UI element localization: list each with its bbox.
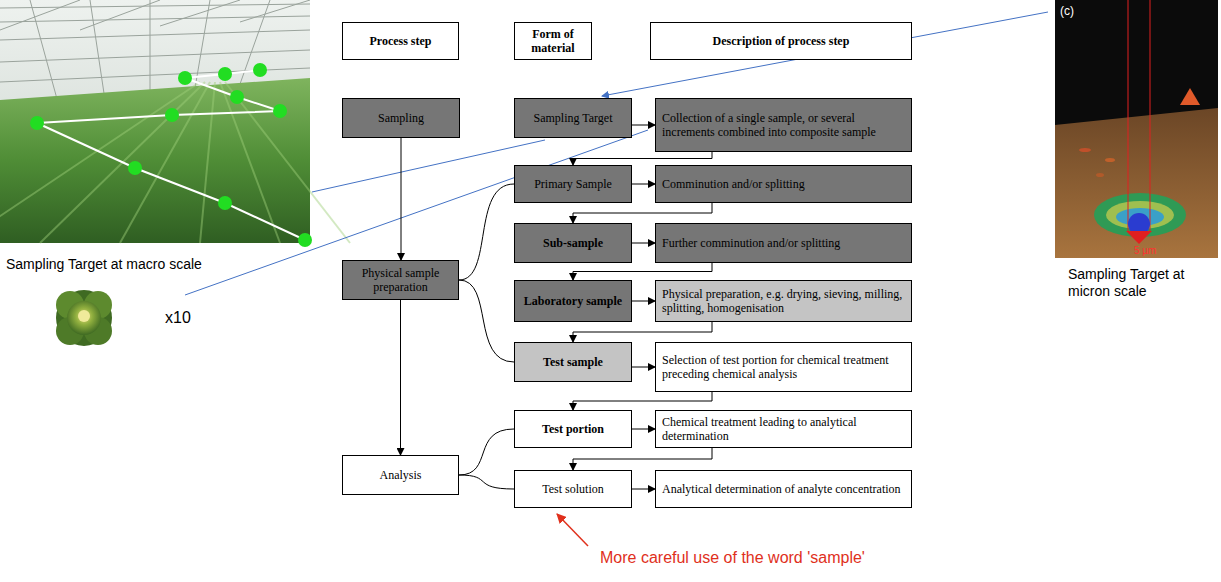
micron-image (1055, 0, 1218, 258)
bracket-line (459, 280, 514, 362)
node-text: Chemical treatment leading to analytical… (662, 415, 905, 443)
column-header: Description of process step (650, 22, 912, 60)
material-box: Test portion (514, 410, 632, 448)
description-box: Physical preparation, e.g. drying, sievi… (655, 280, 912, 322)
connector-arrow (573, 392, 712, 410)
node-text: Comminution and/or splitting (662, 177, 805, 191)
material-box: Primary Sample (514, 165, 632, 203)
node-text: Process step (369, 34, 431, 48)
multiplier: x10 (165, 308, 209, 327)
column-header: Process step (342, 22, 459, 60)
panel-letter: (c) (1060, 4, 1090, 18)
scale-bar: 5 µm (1134, 245, 1174, 257)
connector-arrow (573, 152, 712, 165)
node-text: Sampling Target (533, 111, 612, 125)
material-box: Laboratory sample (514, 280, 632, 322)
node-text: Physical preparation, e.g. drying, sievi… (662, 287, 905, 315)
node-text: Analysis (380, 468, 422, 482)
material-box: Test solution (514, 470, 632, 508)
image-caption: Sampling Target at macro scale (6, 256, 268, 273)
bracket-line (459, 429, 514, 475)
node-text: Sub-sample (543, 236, 603, 250)
node-text: Test portion (542, 422, 604, 436)
image-caption: Sampling Target at micron scale (1068, 266, 1218, 300)
node-text: Test sample (543, 355, 603, 369)
node-text: Physical sample preparation (349, 266, 452, 294)
connector-arrow (573, 203, 712, 223)
connector-arrow (573, 448, 712, 470)
bracket-line (459, 475, 514, 489)
connector-arrow (632, 489, 655, 490)
node-text: Sampling (378, 111, 424, 125)
node-text: Description of process step (713, 34, 850, 48)
material-box: Test sample (514, 342, 632, 382)
connector-arrow (632, 184, 655, 185)
node-text: Analytical determination of analyte conc… (662, 482, 901, 496)
node-text: Selection of test portion for chemical t… (662, 353, 905, 381)
description-box: Collection of a single sample, or severa… (655, 98, 912, 152)
process-box: Physical sample preparation (342, 260, 459, 300)
connector-arrow (573, 322, 712, 342)
note-arrow (557, 514, 588, 546)
description-box: Further comminution and/or splitting (655, 223, 912, 263)
description-box: Comminution and/or splitting (655, 165, 912, 203)
node-text: Laboratory sample (524, 294, 622, 308)
connector-arrow (632, 243, 655, 244)
connector-arrow (632, 301, 655, 302)
connector-arrow (400, 300, 401, 455)
material-box: Sub-sample (514, 223, 632, 263)
note-text: More careful use of the word 'sample' (600, 548, 930, 567)
connector-arrow (632, 367, 655, 368)
connector-arrow (632, 125, 655, 126)
description-box: Analytical determination of analyte conc… (655, 470, 912, 508)
node-text: Form of material (521, 27, 585, 55)
leader-line (185, 12, 1048, 295)
description-box: Chemical treatment leading to analytical… (655, 410, 912, 448)
node-text: Further comminution and/or splitting (662, 236, 840, 250)
process-box: Sampling (342, 98, 460, 138)
connector-arrow (401, 138, 402, 260)
column-header: Form of material (514, 22, 592, 60)
material-box: Sampling Target (514, 98, 632, 138)
connector-arrow (632, 429, 655, 430)
process-box: Analysis (342, 455, 459, 495)
node-text: Test solution (542, 482, 604, 496)
node-text: Primary Sample (534, 177, 612, 191)
bracket-line (459, 184, 514, 280)
greenhouse-photo (0, 0, 350, 247)
description-box: Selection of test portion for chemical t… (655, 342, 912, 392)
connector-arrow (573, 263, 712, 280)
node-text: Collection of a single sample, or severa… (662, 111, 905, 139)
lettuce-icon (56, 290, 112, 346)
